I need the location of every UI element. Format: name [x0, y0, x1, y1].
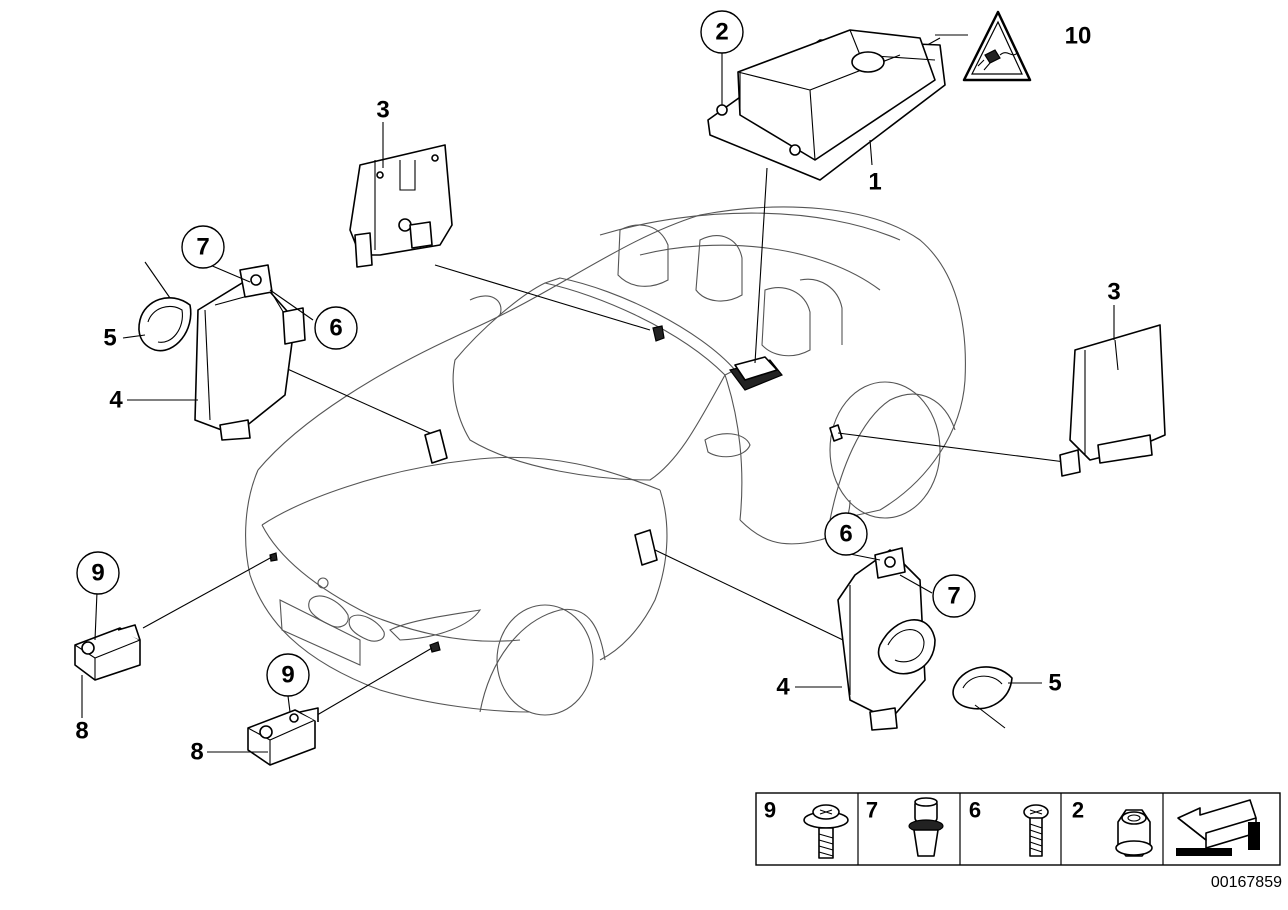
callout-leaders: [81, 52, 1115, 753]
car-sensor-markers: [269, 325, 843, 653]
callout-1: 1: [868, 169, 881, 196]
legend-label-6: 6: [969, 798, 981, 823]
callout-8-upper: 8: [75, 718, 88, 745]
screw-icon: [1023, 804, 1049, 857]
callout-2: 2: [715, 19, 728, 46]
callout-3-right: 3: [1107, 279, 1120, 306]
screw-washer-icon: [803, 804, 849, 859]
document-number: 00167859: [1211, 874, 1282, 891]
side-sensor-right: [837, 547, 936, 731]
legend-label-9: 9: [764, 798, 776, 823]
expansion-rivet-icon: [908, 797, 944, 857]
leader-lines: [142, 34, 1066, 719]
callout-8-lower: 8: [190, 739, 203, 766]
callout-7-right: 7: [947, 583, 960, 610]
crash-sensor-upper: [74, 624, 141, 681]
bracket-top: [349, 144, 453, 268]
callout-7-left: 7: [196, 234, 209, 261]
airbag-control-unit: [707, 29, 946, 181]
clip-right: [952, 666, 1013, 729]
callout-5-right: 5: [1048, 670, 1061, 697]
side-sensor-left: [194, 264, 306, 441]
bracket-right: [1059, 324, 1166, 477]
callout-9-upper: 9: [91, 560, 104, 587]
clip-left: [138, 261, 192, 352]
fastener-legend: 9 7 6 2: [755, 792, 1281, 866]
callouts: 2 10 1 3 7 6 5 4 3 6 7 5 4 9 8 9 8: [75, 10, 1121, 766]
direction-arrow-icon: [1176, 799, 1260, 856]
callout-3-top: 3: [376, 97, 389, 124]
callout-9-lower: 9: [281, 662, 294, 689]
callout-6-left: 6: [329, 315, 342, 342]
legend-label-2: 2: [1072, 798, 1084, 823]
car-outline: [245, 206, 966, 716]
callout-10: 10: [1065, 23, 1092, 50]
hex-nut-icon: [1115, 809, 1153, 857]
callout-6-right: 6: [839, 521, 852, 548]
warning-triangle-icon: [962, 10, 1032, 82]
legend-label-7: 7: [866, 798, 878, 823]
callout-5-left: 5: [103, 325, 116, 352]
callout-4-left: 4: [109, 387, 123, 414]
crash-sensor-lower: [247, 707, 319, 766]
callout-4-right: 4: [776, 674, 790, 701]
